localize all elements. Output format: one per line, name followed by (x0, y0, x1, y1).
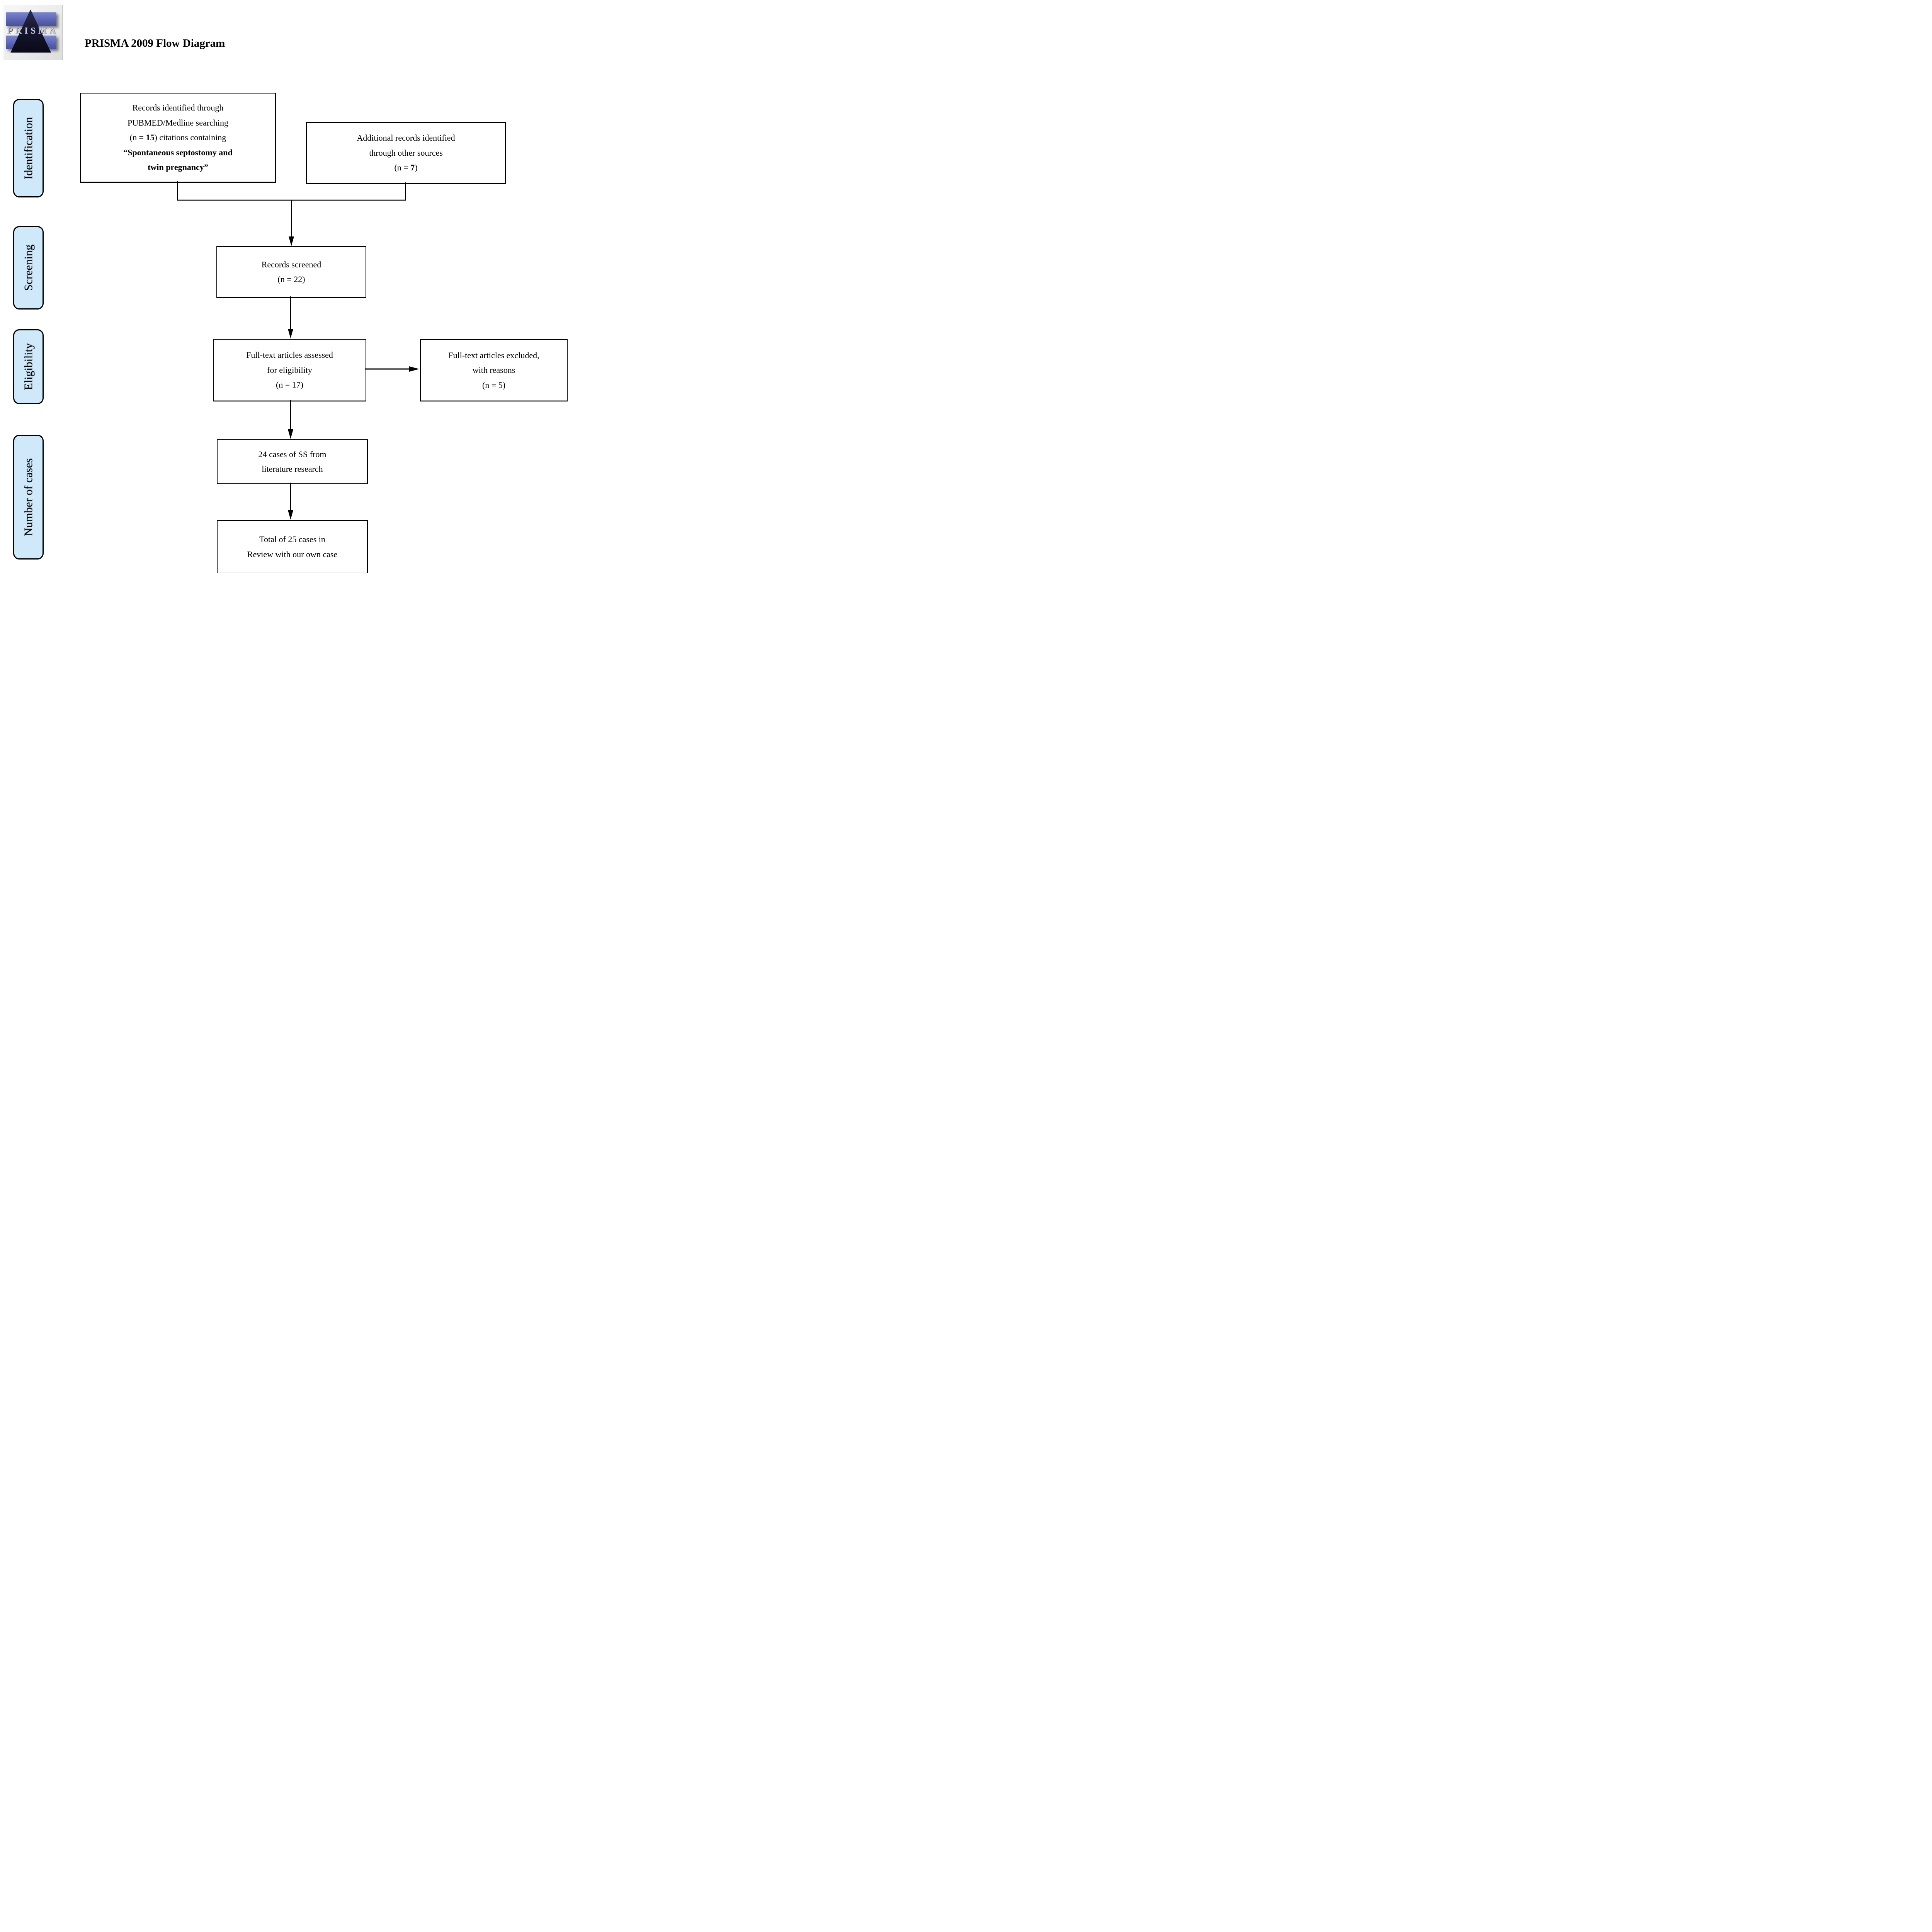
page-title: PRISMA 2009 Flow Diagram (85, 37, 225, 49)
stage-label-screening: Screening (13, 226, 44, 310)
box-text-line: (n = 7) (394, 163, 418, 173)
box-text-line: (n = 15) citations containing (129, 133, 226, 143)
box-text-line: Total of 25 cases in (259, 534, 325, 544)
box-text-line: (n = 22) (277, 274, 305, 284)
box-fulltext-excluded: Full-text articles excluded, with reason… (420, 339, 568, 401)
prisma-flow-diagram: PRISMA PRISMA 2009 Flow Diagram Identifi… (0, 0, 571, 573)
stage-label-text: Identification (22, 117, 35, 180)
stage-label-identification: Identification (13, 99, 44, 197)
box-text-line: Review with our own case (247, 549, 338, 559)
box-text-line: Records screened (261, 259, 321, 269)
box-text-line: Full-text articles excluded, (448, 350, 539, 360)
prisma-logo: PRISMA (3, 5, 63, 60)
box-text-line: Additional records identified (357, 133, 455, 143)
arrow-down-head (288, 510, 293, 520)
box-fulltext-assessed: Full-text articles assessed for eligibil… (213, 339, 366, 401)
box-text-line: for eligibility (267, 365, 312, 375)
box-text-line: 24 cases of SS from (258, 449, 327, 459)
n-value: 15 (146, 133, 155, 143)
arrow-right-head (409, 366, 419, 372)
logo-wordmark: PRISMA (7, 26, 59, 36)
stage-label-text: Number of cases (22, 458, 35, 536)
stage-label-number-of-cases: Number of cases (13, 435, 44, 560)
box-text-line: PUBMED/Medline searching (128, 117, 228, 128)
box-text-line: literature research (262, 464, 323, 474)
box-records-identified: Records identified through PUBMED/Medlin… (80, 93, 276, 183)
box-text-line: “Spontaneous septostomy and (123, 147, 233, 157)
box-additional-records: Additional records identified through ot… (306, 122, 506, 184)
stage-label-text: Eligibility (22, 343, 35, 390)
n-value: 7 (410, 163, 415, 173)
box-text-line: with reasons (472, 365, 515, 375)
box-text-line: Records identified through (132, 103, 224, 113)
box-total-cases: Total of 25 cases in Review with our own… (217, 520, 368, 573)
box-text-line: through other sources (369, 148, 443, 158)
box-text-line: twin pregnancy” (148, 162, 208, 172)
box-text-line: (n = 5) (482, 380, 506, 390)
box-records-screened: Records screened (n = 22) (216, 246, 366, 298)
stage-label-text: Screening (22, 245, 35, 291)
arrow-down-head (289, 236, 294, 246)
stage-label-eligibility: Eligibility (13, 329, 44, 404)
arrow-down-head (288, 329, 293, 338)
box-text-line: Full-text articles assessed (246, 350, 333, 360)
box-cases-from-literature: 24 cases of SS from literature research (217, 439, 368, 484)
box-text-line: (n = 17) (276, 380, 304, 390)
arrow-down-head (288, 429, 293, 439)
